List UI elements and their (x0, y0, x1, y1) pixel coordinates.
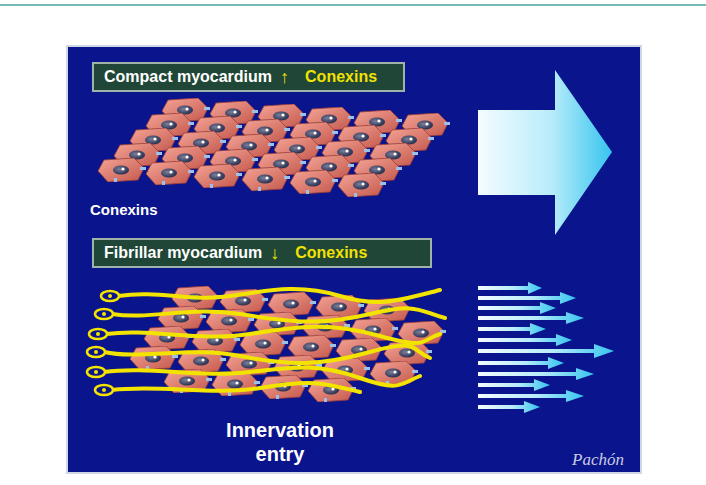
structure-label: Conexins (90, 201, 210, 218)
small-conduction-arrows (478, 282, 614, 413)
panel (67, 46, 641, 473)
top-rule (0, 4, 706, 6)
band-keyword: Conexins (295, 244, 367, 262)
header-band: Fibrillar myocardium ↓ Conexins (92, 238, 432, 268)
large-conduction-arrow (478, 70, 612, 235)
band-keyword: Conexins (305, 68, 377, 86)
compact-cells (98, 98, 450, 197)
trend-arrow: ↓ (270, 243, 279, 264)
band-title: Compact myocardium (104, 68, 272, 86)
signature: Pachón (572, 450, 638, 470)
nerve-fibers (104, 289, 445, 392)
neuron-bodies (87, 291, 119, 395)
structure-label: Innervation entry (215, 418, 345, 466)
band-title: Fibrillar myocardium (104, 244, 262, 262)
header-band: Compact myocardium ↑ Conexins (92, 62, 405, 92)
trend-arrow: ↑ (280, 67, 289, 88)
neuron-nuclei (94, 294, 112, 392)
